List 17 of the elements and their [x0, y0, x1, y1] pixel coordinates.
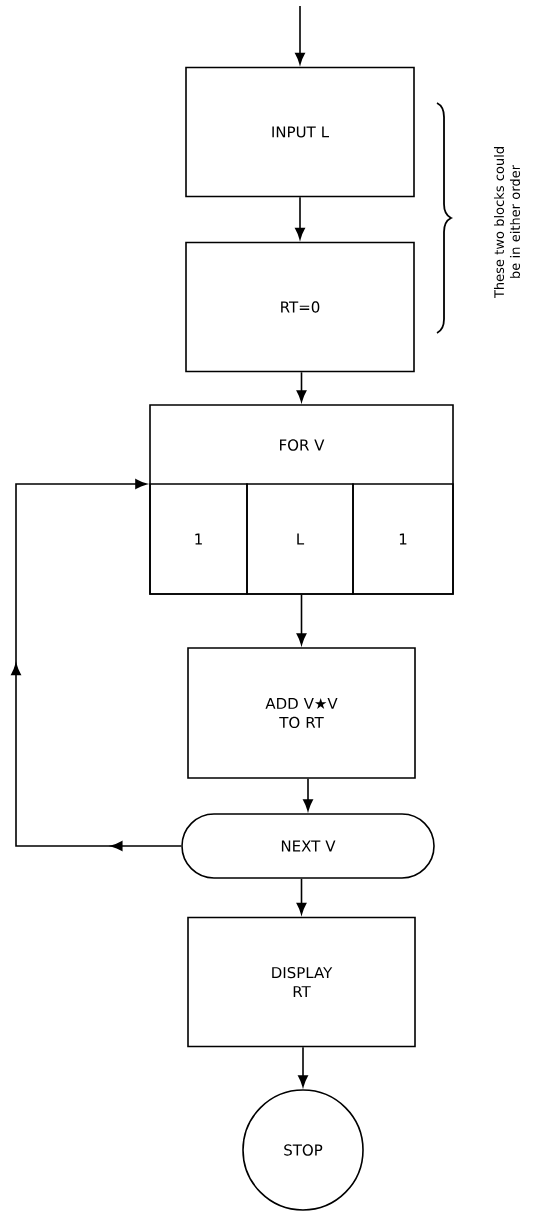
arrow [296, 371, 307, 402]
loop-cell: 1 [352, 483, 454, 595]
arrow [295, 5, 305, 65]
note-text: These two blocks could be in either order [493, 147, 521, 299]
arrow [296, 594, 307, 645]
arrow [303, 778, 313, 811]
terminal-box: NEXT V [181, 813, 435, 879]
arrow [295, 196, 305, 240]
loop-cell: 1 [149, 483, 248, 595]
arrow [11, 479, 182, 851]
process-box: RT=0 [185, 241, 415, 373]
process-box: INPUT L [185, 66, 415, 198]
loop-cell: L [246, 483, 354, 595]
arrow [298, 1046, 308, 1087]
arrow [296, 878, 307, 915]
process-box: DISPLAY RT [187, 916, 416, 1048]
process-box: ADD V★V TO RT [187, 647, 416, 779]
